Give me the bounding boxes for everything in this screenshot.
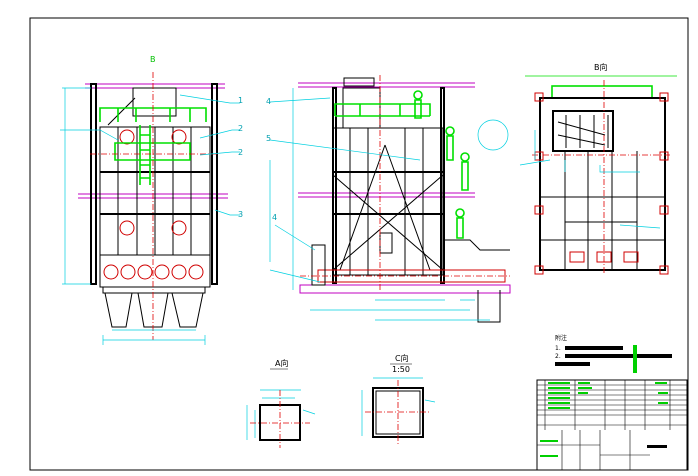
leader-5: 5: [266, 134, 271, 143]
leader-2b: 2: [238, 148, 243, 157]
note-1: 1.: [555, 345, 561, 352]
a-view-label: A向: [275, 358, 288, 368]
b-view-label: B向: [594, 62, 608, 72]
side-view: 4 5 4: [266, 75, 511, 323]
view-marker-b: B: [150, 55, 156, 64]
c-view-label: C向: [395, 353, 409, 363]
title-block: [536, 345, 688, 471]
notes: 附注 1. 2.: [555, 334, 672, 366]
b-view: B向: [519, 62, 677, 275]
c-view: C向 1:50: [361, 353, 436, 445]
drawing-frame: [29, 17, 689, 471]
a-view: A向: [246, 358, 316, 448]
leader-1: 1: [238, 96, 243, 105]
c-view-scale: 1:50: [392, 365, 410, 374]
front-view: B 1 2 2 3: [60, 55, 243, 345]
notes-heading: 附注: [555, 334, 567, 342]
note-2: 2.: [555, 353, 561, 360]
leader-2a: 2: [238, 124, 243, 133]
leader-3: 3: [238, 210, 243, 219]
leader-4a: 4: [266, 97, 271, 106]
leader-4b: 4: [272, 213, 277, 222]
